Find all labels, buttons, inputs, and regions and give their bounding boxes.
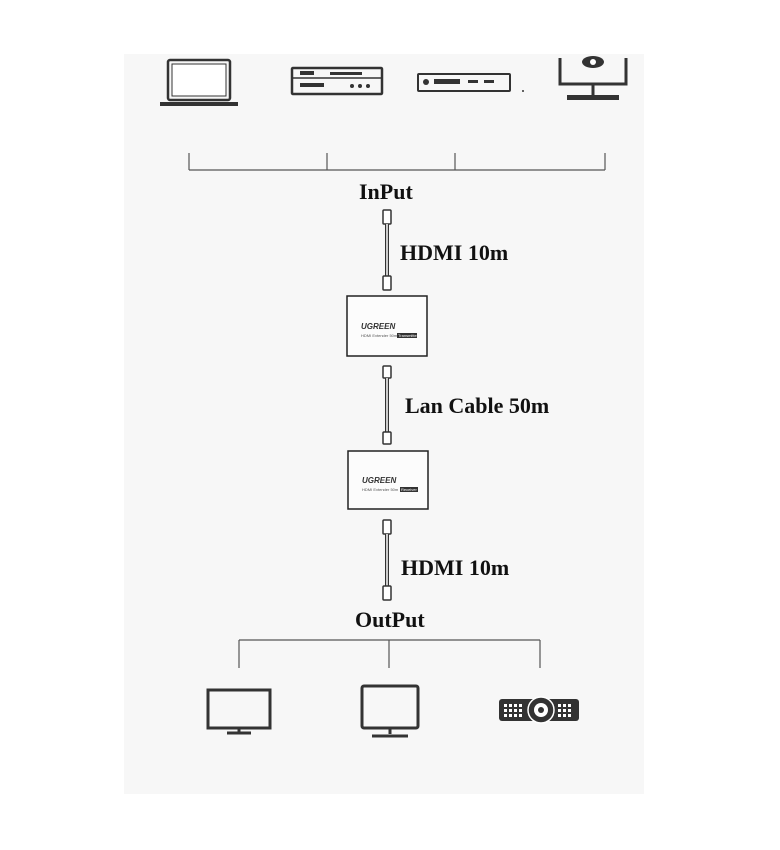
transmitter-tag: Transmitter [398, 333, 419, 338]
transmitter-model: HDMI Extender 50m [361, 333, 398, 338]
diagram-background [124, 54, 644, 794]
input-label: InPut [359, 179, 413, 204]
set-top-box-icon [417, 73, 524, 92]
tv-icon [206, 688, 272, 735]
monitor-icon [558, 56, 628, 100]
monitor-icon [360, 684, 420, 738]
receiver-brand: UGREEN [362, 476, 396, 485]
hdmi-output-length-label: HDMI 10m [401, 555, 510, 580]
lan-cable-length-label: Lan Cable 50m [405, 393, 550, 418]
laptop-icon [160, 58, 238, 106]
hdmi-cable-output [382, 519, 392, 601]
hdmi-cable-input [382, 209, 392, 291]
projector-icon [499, 696, 579, 724]
receiver-box: UGREEN HDMI Extender 50m Receiver [347, 450, 429, 510]
output-label: OutPut [355, 607, 425, 632]
receiver-model: HDMI Extender 50m [362, 487, 399, 492]
receiver-tag: Receiver [401, 487, 417, 492]
dvd-player-icon [290, 66, 384, 96]
input-bracket [188, 153, 606, 171]
transmitter-brand: UGREEN [361, 322, 395, 331]
lan-cable [382, 365, 392, 445]
transmitter-box: UGREEN HDMI Extender 50m Transmitter [346, 295, 428, 357]
output-bracket [238, 639, 541, 668]
hdmi-input-length-label: HDMI 10m [400, 240, 509, 265]
